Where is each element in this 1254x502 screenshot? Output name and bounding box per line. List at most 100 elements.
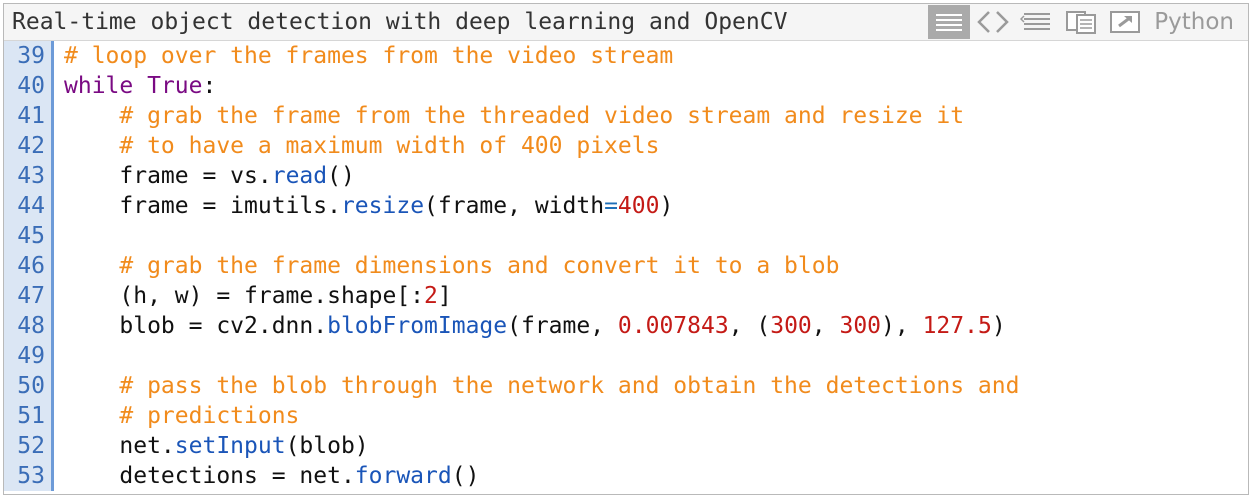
line-number: 52	[4, 431, 54, 461]
code-text: frame = imutils.resize(frame, width=400)	[54, 191, 673, 221]
code-token: 300	[770, 313, 812, 339]
code-token	[133, 73, 147, 99]
code-token: # grab the frame from the threaded video…	[119, 103, 965, 129]
code-line: 53 detections = net.forward()	[4, 461, 1248, 491]
copy-icon	[1066, 11, 1097, 34]
code-text: # to have a maximum width of 400 pixels	[54, 131, 659, 161]
code-text: net.setInput(blob)	[54, 431, 369, 461]
code-token: True	[147, 73, 203, 99]
code-token: 0.007843	[617, 313, 729, 339]
code-token: )	[659, 193, 674, 219]
line-number: 39	[4, 41, 54, 71]
code-token	[64, 103, 119, 129]
code-text: detections = net.forward()	[54, 461, 479, 491]
code-line: 41 # grab the frame from the threaded vi…	[4, 101, 1248, 131]
code-token: ),	[881, 313, 923, 339]
code-token: frame = vs.	[64, 163, 272, 189]
code-line: 44 frame = imutils.resize(frame, width=4…	[4, 191, 1248, 221]
code-token: read	[271, 163, 328, 189]
wrap-lines-icon	[1020, 13, 1051, 30]
code-token: frame = imutils.	[64, 193, 341, 219]
code-text: (h, w) = frame.shape[:2]	[54, 281, 452, 311]
code-text: # loop over the frames from the video st…	[54, 41, 673, 71]
line-number: 41	[4, 101, 54, 131]
line-number: 53	[4, 461, 54, 491]
code-token	[64, 373, 119, 399]
code-line: 49	[4, 341, 1248, 371]
code-text: # pass the blob through the network and …	[54, 371, 1019, 401]
code-text: # grab the frame from the threaded video…	[54, 101, 964, 131]
code-token: ()	[451, 463, 480, 489]
code-token	[64, 403, 119, 429]
line-number: 43	[4, 161, 54, 191]
code-token	[64, 253, 119, 279]
code-token: net.	[64, 433, 175, 459]
open-window-button[interactable]	[1104, 5, 1146, 39]
code-token: while	[64, 73, 134, 99]
line-number: 44	[4, 191, 54, 221]
code-line: 42 # to have a maximum width of 400 pixe…	[4, 131, 1248, 161]
code-token: ()	[327, 163, 355, 189]
code-text	[54, 341, 64, 371]
code-line: 48 blob = cv2.dnn.blobFromImage(frame, 0…	[4, 311, 1248, 341]
code-text: while True:	[54, 71, 216, 101]
code-token: setInput	[174, 433, 286, 459]
line-number: 47	[4, 281, 54, 311]
code-token: (h, w) = frame.shape[:	[64, 283, 425, 309]
line-number: 46	[4, 251, 54, 281]
code-token: (blob)	[285, 433, 369, 459]
code-token	[64, 133, 119, 159]
code-token: (frame, width	[424, 193, 605, 219]
code-token: ,	[811, 313, 840, 339]
code-token: , (	[728, 313, 771, 339]
code-token: forward	[354, 463, 452, 489]
code-text	[54, 221, 64, 251]
line-number: 49	[4, 341, 54, 371]
code-text: blob = cv2.dnn.blobFromImage(frame, 0.00…	[54, 311, 1006, 341]
code-token: 2	[424, 283, 438, 309]
code-line: 52 net.setInput(blob)	[4, 431, 1248, 461]
view-source-button[interactable]	[928, 5, 971, 39]
code-token: # pass the blob through the network and …	[119, 373, 1020, 399]
code-token: 400	[617, 193, 660, 219]
code-text: frame = vs.read()	[54, 161, 355, 191]
code-line: 46 # grab the frame dimensions and conve…	[4, 251, 1248, 281]
line-number: 45	[4, 221, 54, 251]
code-token: # grab the frame dimensions and convert …	[119, 253, 840, 279]
code-line: 43 frame = vs.read()	[4, 161, 1248, 191]
code-token: blob = cv2.dnn.	[64, 313, 328, 339]
code-token: ]	[437, 283, 452, 309]
code-snippet-window: Real-time object detection with deep lea…	[3, 3, 1249, 495]
copy-button[interactable]	[1060, 5, 1102, 39]
title-bar: Real-time object detection with deep lea…	[4, 4, 1248, 41]
code-token: # to have a maximum width of 400 pixels	[119, 133, 660, 159]
code-token: # loop over the frames from the video st…	[64, 43, 674, 69]
language-label: Python	[1154, 9, 1234, 35]
code-token: 127.5	[922, 313, 992, 339]
code-body: 39 # loop over the frames from the video …	[4, 41, 1248, 491]
line-number: 51	[4, 401, 54, 431]
code-token: blobFromImage	[327, 313, 508, 339]
code-line: 51 # predictions	[4, 401, 1248, 431]
code-line: 47 (h, w) = frame.shape[:2]	[4, 281, 1248, 311]
snippet-toolbar: Python	[928, 4, 1248, 40]
code-token: # predictions	[119, 403, 300, 429]
code-token: )	[991, 313, 1006, 339]
code-token: :	[202, 73, 217, 99]
code-token: =	[604, 193, 618, 219]
code-line: 45	[4, 221, 1248, 251]
code-brackets-icon	[977, 11, 1010, 33]
code-token: (frame,	[507, 313, 618, 339]
line-number: 40	[4, 71, 54, 101]
line-number: 42	[4, 131, 54, 161]
code-view-button[interactable]	[972, 5, 1014, 39]
code-line: 50 # pass the blob through the network a…	[4, 371, 1248, 401]
line-number: 50	[4, 371, 54, 401]
line-number: 48	[4, 311, 54, 341]
snippet-title: Real-time object detection with deep lea…	[12, 9, 788, 35]
code-token: detections = net.	[64, 463, 355, 489]
code-line: 39 # loop over the frames from the video …	[4, 41, 1248, 71]
code-token: 300	[839, 313, 882, 339]
wrap-lines-button[interactable]	[1016, 5, 1058, 39]
